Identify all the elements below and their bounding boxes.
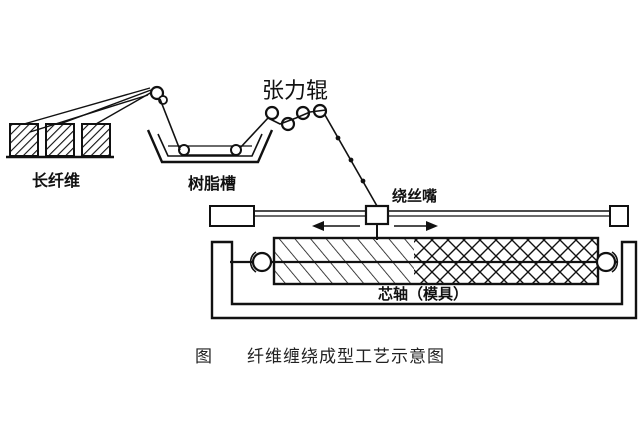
resin-tank [146,129,274,164]
figure-caption: 图 纤维缠绕成型工艺示意图 [0,342,640,367]
fiber-spool [9,123,39,157]
mandrel-chuck-right [595,251,617,273]
tension-roller [264,105,280,121]
mandrel [230,236,619,286]
rail-end-block [209,205,255,227]
rail-end-block [609,205,629,227]
fiber-spool [81,123,111,157]
winding-nozzle [364,204,390,240]
fiber-spools [6,123,114,159]
label-mandrel: 芯轴（模具） [378,285,468,303]
label-winding-nozzle: 绕丝嘴 [392,187,437,205]
mandrel-chuck-left [251,251,273,273]
traverse-rail [209,205,629,227]
traverse-arrows [312,221,438,231]
fiber-strands [23,87,153,133]
tension-rollers [264,103,328,132]
fiber-path [159,98,269,156]
fiber-to-nozzle [324,114,378,207]
guide-pulley [149,85,165,101]
label-resin-tank: 树脂槽 [188,174,236,193]
caption-title: 纤维缠绕成型工艺示意图 [247,347,445,367]
label-long-fiber: 长纤维 [32,171,80,190]
tank-roller [230,144,242,156]
label-tension-roller: 张力辊 [262,79,328,104]
fiber-spool [45,123,75,157]
tank-roller [178,144,190,156]
caption-figure-label: 图 [195,347,213,367]
